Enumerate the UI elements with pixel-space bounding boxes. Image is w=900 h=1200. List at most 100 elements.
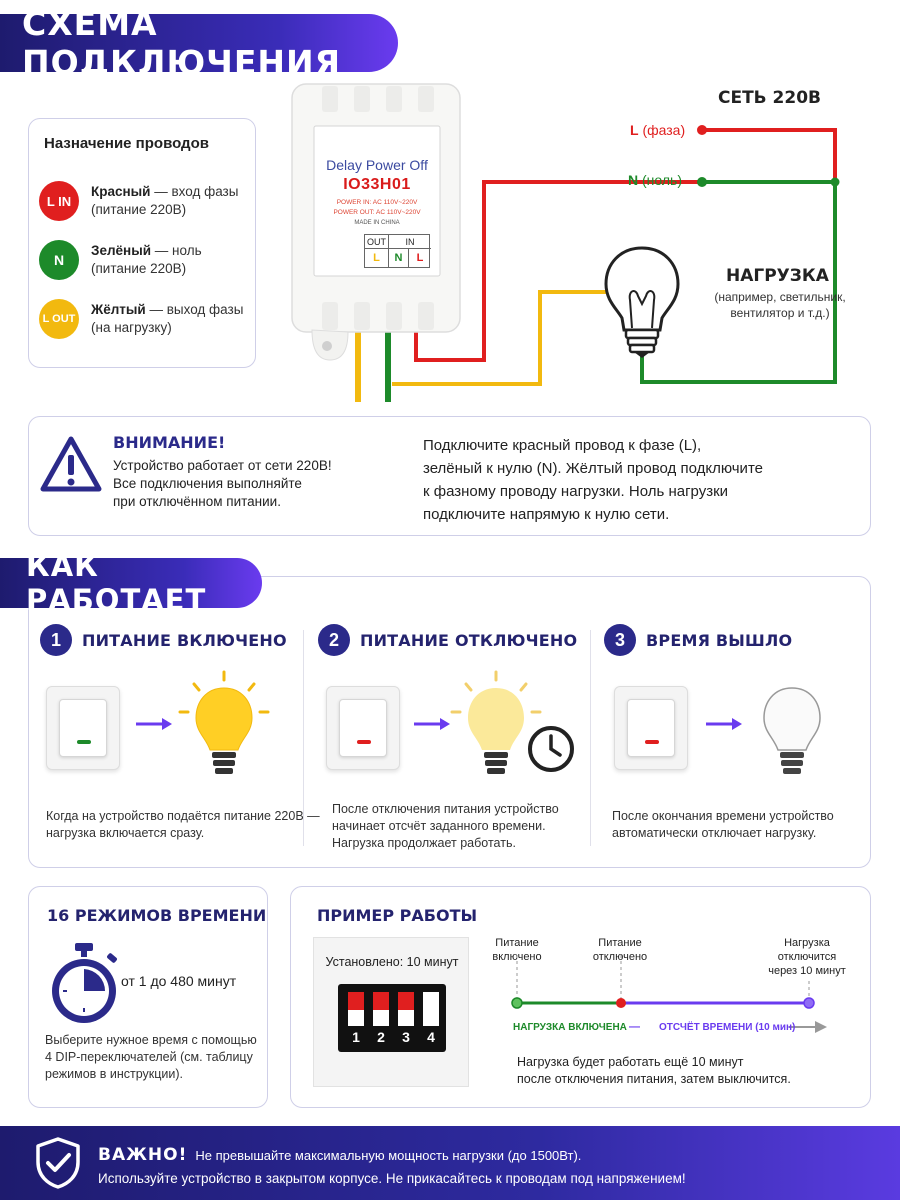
arrow-right-icon bbox=[706, 718, 742, 730]
time-modes-text-1: Выберите нужное время с помощью bbox=[45, 1033, 257, 1047]
time-modes-card: 16 РЕЖИМОВ ВРЕМЕНИ от 1 до 480 минут Выб… bbox=[28, 886, 268, 1108]
terminal-l: L bbox=[416, 252, 424, 264]
legend-red-name: Красный bbox=[91, 184, 151, 199]
example-note-2: после отключения питания, затем выключит… bbox=[517, 1072, 791, 1086]
terminal-out-label: OUT bbox=[365, 235, 389, 249]
step-3-text-2: автоматически отключает нагрузку. bbox=[612, 826, 817, 840]
example-note-1: Нагрузка будет работать ещё 10 минут bbox=[517, 1055, 744, 1069]
timeline-p1a: Питание bbox=[495, 937, 539, 949]
time-modes-text-3: режимов в инструкции). bbox=[45, 1067, 184, 1081]
legend-red-text: — вход фазы bbox=[150, 184, 239, 199]
legend-red-sub: (питание 220В) bbox=[91, 202, 187, 217]
dip-switch-block: 1 2 3 4 bbox=[338, 984, 446, 1052]
legend-title: Назначение проводов bbox=[44, 135, 209, 152]
warning-instruction-2: зелёный к нулю (N). Жёлтый провод подклю… bbox=[423, 460, 763, 477]
footer-line-1: ВАЖНО!Не превышайте максимальную мощност… bbox=[98, 1145, 581, 1165]
step-2-header: 2 ПИТАНИЕ ОТКЛЮЧЕНО bbox=[318, 624, 577, 656]
load-title: НАГРУЗКА bbox=[726, 266, 829, 286]
stopwatch-icon bbox=[52, 943, 117, 1023]
timeline-graphic bbox=[511, 955, 827, 1033]
network-n-label: N (ноль) bbox=[628, 172, 682, 188]
warning-line-2: Все подключения выполняйте bbox=[113, 476, 302, 491]
device-power-in: POWER IN: AC 110V~220V bbox=[336, 199, 418, 206]
step-3-title: ВРЕМЯ ВЫШЛО bbox=[646, 630, 793, 650]
step-3-number: 3 bbox=[604, 624, 636, 656]
terminal-l-out: L bbox=[365, 249, 389, 268]
dip-4-label: 4 bbox=[427, 1029, 435, 1045]
device-title: Delay Power Off bbox=[326, 157, 428, 173]
wiring-diagram bbox=[291, 83, 840, 402]
step-1-title: ПИТАНИЕ ВКЛЮЧЕНО bbox=[82, 630, 287, 650]
lightbulb-icon bbox=[604, 246, 680, 358]
red-wire bbox=[414, 180, 700, 362]
n-terminal-dot bbox=[697, 177, 707, 187]
timeline-segment-dash: — bbox=[629, 1021, 640, 1033]
load-desc-2: вентилятор и т.д.) bbox=[730, 306, 830, 320]
timeline-p3b: отключится bbox=[777, 951, 837, 963]
red-wire-badge: L IN bbox=[39, 181, 79, 221]
warning-instruction-4: подключите напрямую к нулю сети. bbox=[423, 506, 670, 523]
load-desc-1: (например, светильник, bbox=[714, 290, 846, 304]
network-l-text: (фаза) bbox=[642, 122, 686, 138]
yellow-wire-badge: L OUT bbox=[39, 299, 79, 339]
terminal-in-label: IN bbox=[389, 235, 431, 249]
warning-instruction-1: Подключите красный провод к фазе (L), bbox=[423, 437, 702, 454]
legend-green-text: — ноль bbox=[151, 243, 202, 258]
green-wire-badge: N bbox=[39, 240, 79, 280]
device-made-in: MADE IN CHINA bbox=[354, 220, 400, 226]
how-it-works-banner: КАК РАБОТАЕТ bbox=[0, 549, 262, 617]
lightbulb-on-icon bbox=[178, 670, 270, 774]
arrow-right-icon bbox=[414, 718, 450, 730]
dip-3-label: 3 bbox=[402, 1029, 410, 1045]
time-range: от 1 до 480 минут bbox=[121, 973, 237, 989]
footer-banner: ВАЖНО!Не превышайте максимальную мощност… bbox=[0, 1126, 900, 1200]
timeline-segment-countdown: ОТСЧЁТ ВРЕМЕНИ (10 мин) bbox=[659, 1022, 796, 1033]
timeline-p2b: отключено bbox=[592, 951, 648, 963]
terminal-n: N bbox=[389, 249, 409, 268]
dip-1-label: 1 bbox=[352, 1029, 360, 1045]
time-modes-text-2: 4 DIP-переключателей (см. таблицу bbox=[45, 1050, 253, 1064]
example-card: ПРИМЕР РАБОТЫ Установлено: 10 минут 1 2 … bbox=[290, 886, 871, 1108]
l-terminal-dot bbox=[697, 125, 707, 135]
wire-legend-card: Назначение проводов L IN Красный — вход … bbox=[28, 118, 256, 368]
dip-panel: Установлено: 10 минут 1 2 3 4 bbox=[313, 937, 469, 1087]
step-2-text-1: После отключения питания устройство bbox=[332, 802, 559, 816]
step-divider-1 bbox=[303, 630, 304, 846]
warning-title: ВНИМАНИЕ! bbox=[113, 433, 226, 452]
network-n-text: (ноль) bbox=[642, 172, 683, 188]
timeline-p3a: Нагрузка bbox=[784, 937, 830, 949]
relay-device bbox=[291, 83, 461, 361]
timeline-p2a: Питание bbox=[598, 937, 642, 949]
example-title: ПРИМЕР РАБОТЫ bbox=[317, 906, 478, 925]
warning-card: ВНИМАНИЕ! Устройство работает от сети 22… bbox=[28, 416, 871, 536]
step-2-text-3: Нагрузка продолжает работать. bbox=[332, 836, 516, 850]
legend-green-name: Зелёный bbox=[91, 243, 152, 258]
warning-icon bbox=[40, 436, 102, 492]
timeline-segment-on: НАГРУЗКА ВКЛЮЧЕНА bbox=[513, 1022, 627, 1033]
warning-line-1: Устройство работает от сети 220В! bbox=[113, 458, 332, 473]
legend-green-sub: (питание 220В) bbox=[91, 261, 187, 276]
lightbulb-off-icon bbox=[763, 687, 821, 774]
step-1-text-1: Когда на устройство подаётся питание 220… bbox=[46, 809, 320, 823]
header-banner: СХЕМА ПОДКЛЮЧЕНИЯ bbox=[0, 4, 398, 82]
device-model: IO33H01 bbox=[343, 176, 411, 193]
switch-off-final bbox=[614, 686, 688, 770]
step-1-header: 1 ПИТАНИЕ ВКЛЮЧЕНО bbox=[40, 624, 287, 656]
how-it-works-title: КАК РАБОТАЕТ bbox=[26, 549, 207, 617]
step-divider-2 bbox=[590, 630, 591, 846]
legend-item-green: N Зелёный — ноль (питание 220В) bbox=[39, 240, 202, 280]
dip-2-label: 2 bbox=[377, 1029, 385, 1045]
terminal-table: OUT IN L N L bbox=[364, 234, 431, 268]
switch-off bbox=[326, 686, 400, 770]
clock-icon bbox=[528, 726, 574, 772]
legend-yellow-text: — выход фазы bbox=[145, 302, 244, 317]
warning-line-3: при отключённом питании. bbox=[113, 494, 281, 509]
lightbulb-dim-icon bbox=[450, 670, 542, 774]
legend-item-red: L IN Красный — вход фазы (питание 220В) bbox=[39, 181, 238, 221]
page-title: СХЕМА ПОДКЛЮЧЕНИЯ bbox=[22, 4, 342, 82]
time-modes-title: 16 РЕЖИМОВ ВРЕМЕНИ bbox=[47, 906, 267, 925]
step-1-text-2: нагрузка включается сразу. bbox=[46, 826, 205, 840]
legend-item-yellow: L OUT Жёлтый — выход фазы (на нагрузку) bbox=[39, 299, 243, 339]
shield-check-icon bbox=[36, 1137, 80, 1189]
warning-instruction-3: к фазному проводу нагрузки. Ноль нагрузк… bbox=[423, 483, 729, 500]
